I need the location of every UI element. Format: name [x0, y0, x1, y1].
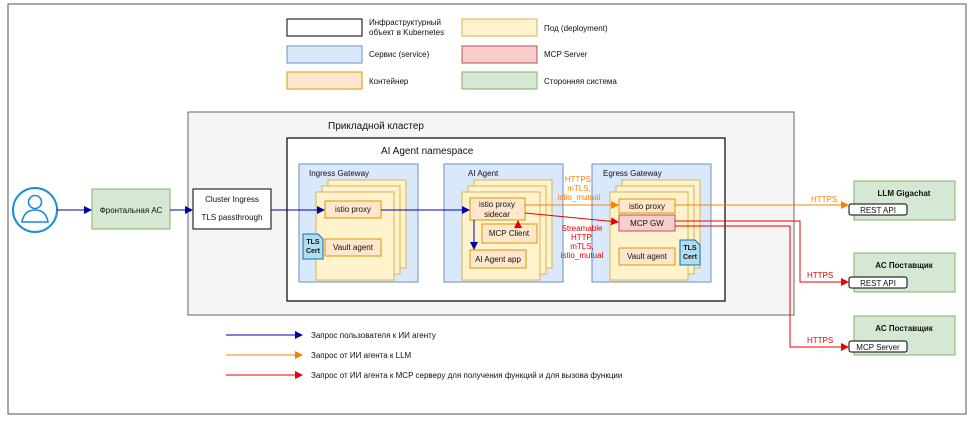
external-supplier-1: АС Поставщик REST API [848, 252, 956, 293]
llm-title: LLM Gigachat [878, 189, 931, 198]
supplier2-mcp-server-label: MCP Server [856, 343, 900, 352]
mcp-proto-label-4: istio_mutual [561, 251, 604, 260]
egress-tls-cert [679, 239, 701, 266]
legend-mcp-swatch [461, 45, 538, 64]
user-request-flow [57, 206, 478, 250]
mcp-proto-label-3: mTLS, [570, 242, 594, 251]
llm-proto-label-1: HTTPS, [565, 175, 593, 184]
ingress-gateway-title: Ingress Gateway [309, 169, 369, 178]
ingress-vault-agent-label: Vault agent [333, 243, 374, 252]
egress-istio-proxy [618, 198, 676, 214]
cluster-ingress-line2: TLS passthrough [202, 213, 263, 222]
supplier2-title: АС Поставщик [875, 324, 934, 333]
legend-infra-swatch [286, 18, 363, 37]
user-icon [12, 187, 58, 233]
flow-labels: HTTPS, mTLS, istio_mutual Streamable HTT… [558, 175, 838, 345]
mcp-proto-label-2: HTTP, [571, 233, 593, 242]
llm-proto-label-3: istio_mutual [558, 193, 601, 202]
supplier2-mcp-server [848, 340, 908, 353]
supplier1-rest-api [848, 276, 908, 289]
ai-agent-title: AI Agent [468, 169, 499, 178]
ingress-istio-proxy-label: istio proxy [335, 205, 371, 214]
ai-agent-istio-line2: sidecar [484, 210, 510, 219]
mcp-proto-label-1: Streamable [562, 224, 603, 233]
ingress-tls-cert [302, 233, 324, 260]
namespace-title: AI Agent namespace [381, 146, 474, 157]
arrow-legend-user-label: Запрос пользователя к ИИ агенту [311, 331, 436, 340]
egress-gateway: Egress Gateway istio proxy MCP GW Vault … [591, 163, 712, 283]
ingress-vault-agent [324, 238, 382, 257]
legend-service-label: Сервис (service) [369, 50, 430, 59]
arrow-mcp-gw-to-supplier2 [675, 225, 849, 351]
arrow-legend-mcp-label: Запрос от ИИ агента к MCP серверу для по… [311, 371, 622, 380]
ingress-gateway: Ingress Gateway istio proxy Vault agent … [298, 163, 419, 283]
legend-external-label: Сторонняя система [544, 77, 617, 86]
legend-service-swatch [286, 45, 363, 64]
egress-vault-agent-label: Vault agent [627, 252, 668, 261]
egress-gateway-title: Egress Gateway [603, 169, 662, 178]
egress-mcp-gw-label: MCP GW [630, 219, 664, 228]
cluster-title: Прикладной кластер [328, 121, 424, 132]
ai-agent-app-label: AI Agent app [475, 255, 521, 264]
legend-external-swatch [461, 71, 538, 90]
legend-container-label: Контейнер [369, 77, 409, 86]
external-supplier-2: АС Поставщик MCP Server [848, 315, 956, 356]
egress-istio-proxy-label: istio proxy [629, 202, 665, 211]
https-label-llm: HTTPS [811, 195, 837, 204]
ai-agent-mcp-client [481, 223, 538, 244]
egress-vault-agent [618, 247, 676, 266]
supplier1-rest-api-label: REST API [860, 279, 896, 288]
legend-pod-swatch [461, 18, 538, 37]
frontend-label: Фронтальная АС [100, 206, 163, 215]
ai-agent-istio-sidecar [469, 197, 526, 221]
cluster-ingress-box [192, 188, 272, 230]
ai-agent-mcp-client-label: MCP Client [489, 229, 530, 238]
frontend-box [91, 188, 171, 230]
external-llm: LLM Gigachat REST API [848, 180, 956, 221]
arrow-legend-llm-label: Запрос от ИИ агента к LLM [311, 351, 412, 360]
https-label-supplier2: HTTPS [807, 336, 833, 345]
https-label-supplier1: HTTPS [807, 271, 833, 280]
arrow-legend: Запрос пользователя к ИИ агенту Запрос о… [226, 331, 622, 380]
supplier1-title: АС Поставщик [875, 261, 934, 270]
arrow-mcp-gw-to-supplier1 [675, 220, 849, 286]
mcp-request-flow [514, 212, 849, 351]
legend-mcp-label: MCP Server [544, 50, 588, 59]
cluster-ingress-line1: Cluster Ingress [205, 195, 259, 204]
llm-proto-label-2: mTLS, [567, 184, 591, 193]
legend-container-swatch [286, 71, 363, 90]
legend-pod-label: Под (deployment) [544, 24, 608, 33]
arrow-sidecar-to-mcp-gw [524, 212, 619, 226]
egress-mcp-gw [618, 214, 676, 232]
ai-agent-app [469, 249, 527, 269]
llm-rest-api-label: REST API [860, 206, 896, 215]
ai-agent: AI Agent istio proxy sidecar MCP Client … [443, 163, 564, 283]
llm-rest-api [848, 203, 908, 216]
ai-agent-istio-line1: istio proxy [479, 200, 515, 209]
